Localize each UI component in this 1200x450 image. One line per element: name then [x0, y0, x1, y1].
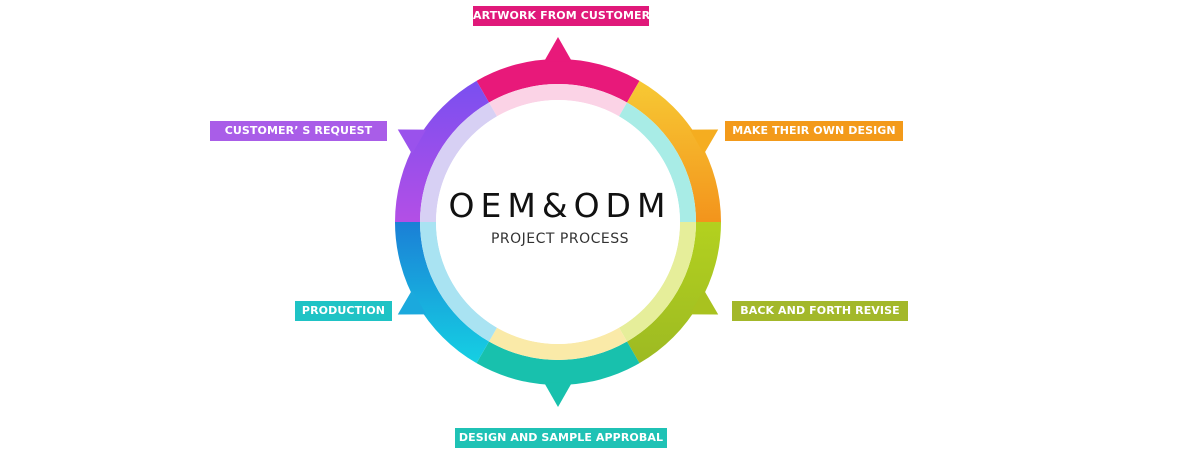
step-label-request: CUSTOMER’ S REQUEST: [210, 121, 387, 141]
step-label-production: PRODUCTION: [295, 301, 392, 321]
step-label-approval: DESIGN AND SAMPLE APPROBAL: [455, 428, 667, 448]
process-ring: [395, 58, 721, 385]
ring-inner-segment-request: [419, 102, 497, 222]
ring-pointer-revise: [689, 290, 719, 315]
ring-segment-request: [395, 80, 489, 222]
ring-segment-artwork: [476, 58, 640, 103]
ring-pointers: [397, 37, 719, 407]
ring-pointer-approval: [543, 382, 573, 407]
ring-segment-approval: [476, 341, 640, 385]
step-label-revise: BACK AND FORTH REVISE: [732, 301, 908, 321]
step-label-artwork: ARTWORK FROM CUSTOMER: [473, 6, 650, 26]
ring-pointer-artwork: [543, 37, 573, 62]
ring-inner-segment-approval: [489, 327, 627, 360]
ring-pointer-own-design: [689, 129, 719, 154]
ring-pointer-request: [397, 129, 427, 154]
center-subtitle: PROJECT PROCESS: [490, 231, 630, 247]
center-disc: [436, 100, 680, 344]
step-label-own-design: MAKE THEIR OWN DESIGN: [725, 121, 903, 141]
ring-inner-segment-artwork: [489, 83, 627, 117]
ring-segment-own-design: [627, 80, 721, 222]
ring-pointer-production: [397, 290, 427, 315]
ring-segment-revise: [627, 222, 721, 364]
center-title: OEM&ODM: [448, 186, 672, 225]
ring-inner-segment-revise: [619, 222, 696, 342]
ring-segment-production: [395, 222, 489, 364]
ring-inner-segment-own-design: [619, 102, 696, 222]
ring-inner-segment-production: [420, 222, 497, 342]
